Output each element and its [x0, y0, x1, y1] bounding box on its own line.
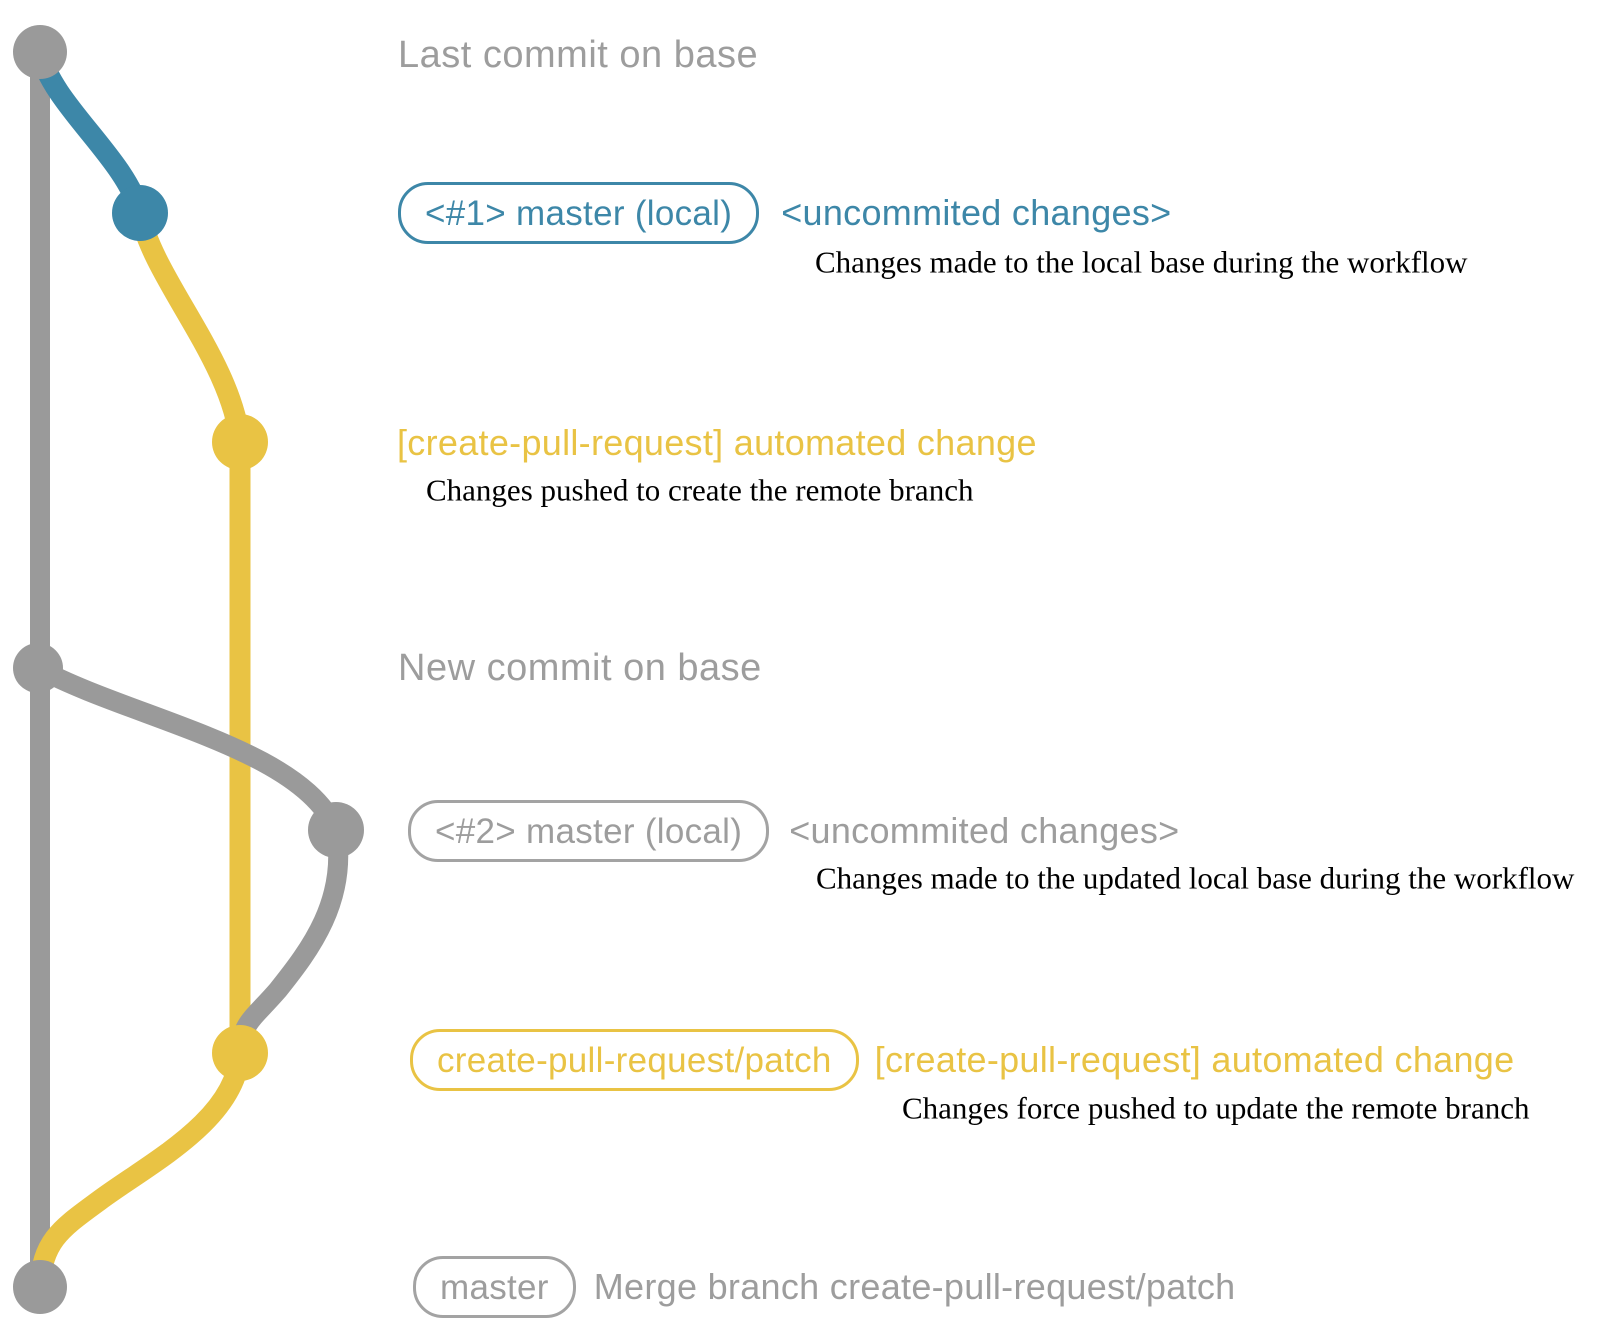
- desc-local-changes-1: Changes made to the local base during th…: [815, 244, 1468, 280]
- badge-master-local-1: <#1> master (local): [398, 182, 760, 244]
- note-uncommited-changes-1: <uncommited changes>: [781, 192, 1172, 233]
- local-master2-merge-line: [230, 820, 349, 1063]
- note-uncommited-changes-2: <uncommited changes>: [789, 810, 1180, 851]
- commit-dot-patch-2: [212, 1025, 268, 1081]
- badge-master: master: [413, 1256, 576, 1318]
- note-automated-change-2: [create-pull-request] automated change: [874, 1039, 1515, 1080]
- patch-branch-line-upper: [129, 202, 251, 453]
- desc-force-push-update-branch: Changes force pushed to update the remot…: [902, 1090, 1530, 1126]
- local-master2-branch-line: [28, 658, 346, 840]
- label-last-commit-on-base: Last commit on base: [398, 34, 759, 76]
- commit-graph: [13, 25, 364, 1314]
- badge-master-local-2: <#2> master (local): [408, 800, 770, 862]
- desc-local-changes-2: Changes made to the updated local base d…: [816, 860, 1575, 896]
- commit-dot-merge: [13, 1260, 67, 1314]
- note-merge-branch: Merge branch create-pull-request/patch: [593, 1266, 1236, 1307]
- commit-dot-local-2: [308, 802, 364, 858]
- local-master-branch-line: [29, 41, 151, 224]
- patch-merge-line: [29, 1042, 251, 1298]
- commit-dot-patch-1: [212, 414, 268, 470]
- desc-push-create-branch: Changes pushed to create the remote bran…: [426, 472, 974, 508]
- commit-dot-last-base: [13, 25, 67, 79]
- badge-create-pull-request-patch: create-pull-request/patch: [410, 1029, 859, 1091]
- label-new-commit-on-base: New commit on base: [398, 647, 762, 689]
- commit-dot-local-1: [112, 185, 168, 241]
- note-automated-change-1: [create-pull-request] automated change: [397, 422, 1037, 463]
- commit-dot-new-base: [13, 643, 63, 693]
